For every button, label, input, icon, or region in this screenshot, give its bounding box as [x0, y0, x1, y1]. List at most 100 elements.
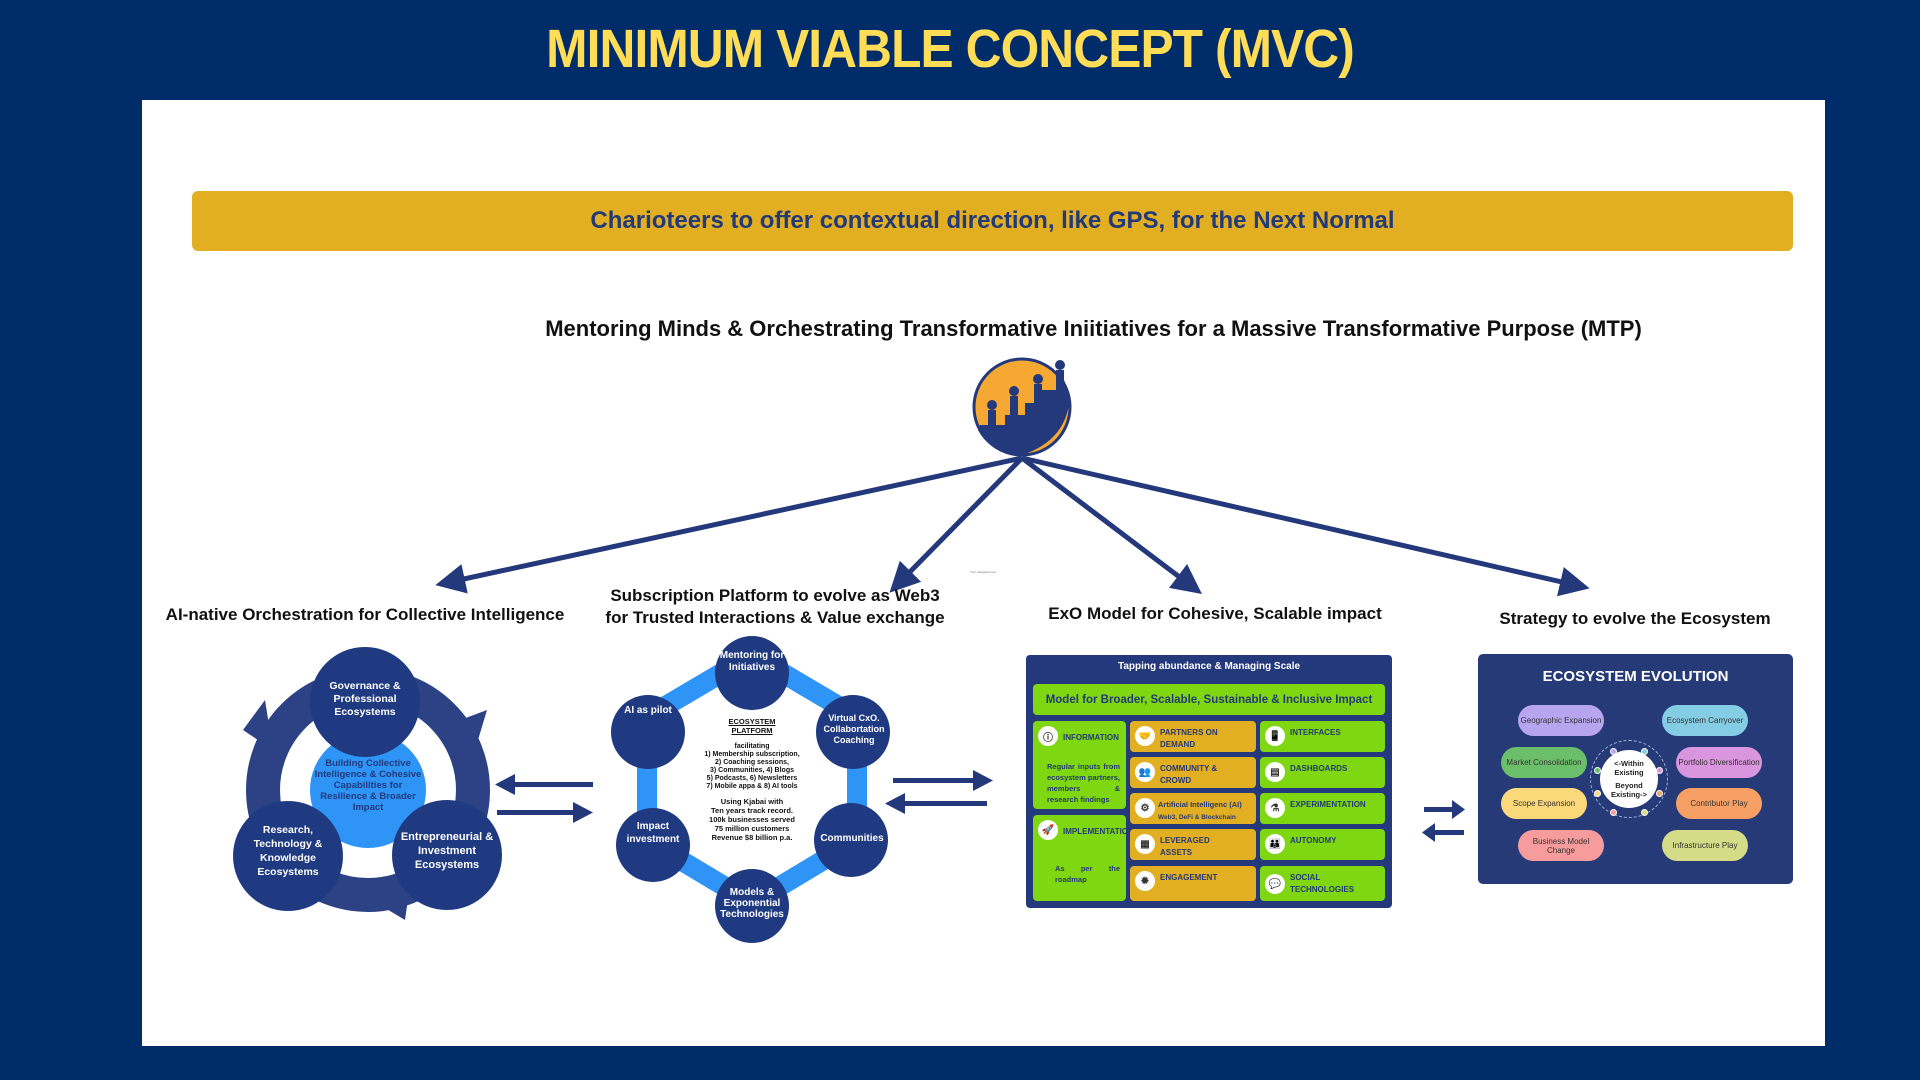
tile-label: COMMUNITY & CROWD	[1160, 764, 1218, 785]
people-climbing-stairs-logo	[972, 357, 1072, 457]
ai-chip-icon: ⚙	[1135, 798, 1155, 818]
tile-label: SOCIAL TECHNOLOGIES	[1290, 873, 1355, 894]
ecosystem-evolution-card: ECOSYSTEM EVOLUTION <-Within Existing Be…	[1478, 654, 1793, 884]
bubble-scope-expansion: Scope Expansion	[1501, 788, 1587, 819]
facilitating-line: 7) Mobile appa & 8) AI tools	[706, 783, 798, 790]
node-governance-label: Governance & Professional Ecosystems	[329, 680, 401, 718]
tile-label: AUTONOMY	[1290, 836, 1337, 845]
facilitating-line: 1) Membership subscription,	[704, 751, 800, 758]
center-text: Building Collective Intelligence & Cohes…	[314, 758, 422, 813]
tile-desc: As per the roadmap	[1055, 864, 1120, 884]
exchange-arrows-1	[495, 774, 593, 823]
ring-dot	[1594, 767, 1601, 774]
tile-label: IMPLEMENTATION	[1063, 827, 1134, 836]
exo-model-banner: Model for Broader, Scalable, Sustainable…	[1033, 684, 1385, 715]
node-ai-as-pilot	[611, 695, 685, 769]
bubble-contributor-play: Contributor Play	[1676, 788, 1762, 819]
exo-tile-autonomy: 👪 AUTONOMY	[1260, 829, 1385, 860]
info-icon: ⓘ	[1038, 726, 1058, 746]
bubble-geographic-expansion: Geographic Expansion	[1518, 705, 1604, 736]
rocket-icon: 🚀	[1038, 820, 1058, 840]
bubble-portfolio-diversification: Portfolio Diversification	[1676, 747, 1762, 778]
exo-tile-community: 👥 COMMUNITY & CROWD	[1130, 757, 1256, 788]
subscription-title-line1: Subscription Platform to evolve as Web3	[610, 586, 940, 605]
ai-native-cycle-diagram: Building Collective Intelligence & Cohes…	[233, 647, 502, 920]
ring-dot	[1656, 790, 1663, 797]
arrow-to-subscription	[889, 456, 1024, 593]
arrow-to-strategy	[1021, 455, 1590, 597]
exo-model-card: Tapping abundance & Managing Scale Model…	[1026, 655, 1392, 908]
exo-tile-ai: ⚙ Artificial Intelligenc (AI)Web3, DeFi …	[1130, 793, 1256, 824]
center-ring	[1590, 740, 1668, 818]
exo-tile-engagement: ✹ ENGAGEMENT	[1130, 866, 1256, 901]
exo-tile-dashboards: ▤ DASHBOARDS	[1260, 757, 1385, 788]
tile-label: PARTNERS ON DEMAND	[1160, 728, 1218, 749]
kajabi-line: Ten years track record.	[711, 806, 793, 815]
node-models	[715, 869, 789, 943]
node-models-label: Models & Exponential Technologies	[720, 887, 784, 920]
exo-tile-implementation: 🚀 IMPLEMENTATION As per the roadmap	[1033, 815, 1134, 901]
placeholder-text: Your paragraph text	[970, 570, 997, 574]
ring-dot	[1641, 809, 1648, 816]
node-research	[233, 801, 343, 911]
engagement-icon: ✹	[1135, 871, 1155, 891]
arrow-to-ai-native	[435, 455, 1023, 594]
bubble-ecosystem-carryover: Ecosystem Carryover	[1662, 705, 1748, 736]
node-virtual-cxo	[816, 695, 890, 769]
kajabi-line: Revenue $8 billion p.a.	[711, 833, 793, 842]
ai-native-title: AI-native Orchestration for Collective I…	[165, 605, 565, 624]
exo-header: Tapping abundance & Managing Scale	[1117, 661, 1301, 672]
exo-tile-information: ⓘ INFORMATION Regular inputs from ecosys…	[1033, 721, 1126, 809]
exo-tile-experimentation: ⚗ EXPERIMENTATION	[1260, 793, 1385, 824]
subscription-title: Subscription Platform to evolve as Web3 …	[590, 585, 960, 629]
facilitating-line: facilitating	[734, 743, 770, 750]
bubble-infrastructure-play: Infrastructure Play	[1662, 830, 1748, 861]
platform-title-2: PLATFORM	[731, 726, 773, 735]
center-circle: <-Within Existing Beyond Existing->	[1600, 750, 1658, 808]
ecosystem-platform-diagram: Mentoring for Initiatives Virtual CxO. C…	[611, 636, 890, 943]
exo-tile-assets: ▦ LEVERAGED ASSETS	[1130, 829, 1256, 860]
main-title: MINIMUM VIABLE CONCEPT (MVC)	[546, 19, 1355, 79]
ring-dot	[1594, 790, 1601, 797]
node-research-label: Research, Technology & Knowledge Ecosyst…	[253, 824, 323, 878]
facilitating-line: 5) Podcasts, 6) Newsletters	[706, 775, 798, 782]
exchange-arrows-2	[885, 770, 993, 814]
node-governance	[310, 647, 420, 757]
center-circle	[310, 732, 426, 848]
assets-icon: ▦	[1135, 834, 1155, 854]
node-impact-label: Impact investment	[626, 821, 680, 845]
center-top-text: <-Within Existing	[1614, 759, 1644, 777]
banner-text: Charioteers to offer contextual directio…	[590, 207, 1395, 234]
tile-label-2: Web3, DeFi & Blockchain	[1158, 814, 1236, 821]
node-communities	[814, 803, 888, 877]
node-communities-label: Communities	[820, 833, 884, 844]
kajabi-line: Using Kjabai with	[720, 797, 784, 806]
ring-dot	[1641, 748, 1648, 755]
dashboard-icon: ▤	[1265, 762, 1285, 782]
evolution-title: ECOSYSTEM EVOLUTION	[1542, 668, 1729, 685]
kajabi-list: Using Kjabai with Ten years track record…	[687, 797, 817, 842]
tile-label: Artificial Intelligenc (AI)Web3, DeFi & …	[1158, 799, 1242, 824]
tile-label: INTERFACES	[1290, 728, 1341, 737]
platform-center-text: ECOSYSTEM PLATFORM facilitating 1) Membe…	[687, 717, 817, 842]
node-ai-pilot-label: AI as pilot	[624, 705, 672, 716]
ring-dot	[1610, 748, 1617, 755]
tile-label: EXPERIMENTATION	[1290, 800, 1366, 809]
node-virtual-cxo-label: Virtual CxO. Collabortation Coaching	[823, 713, 885, 745]
cycle-arrowhead	[455, 710, 487, 750]
bubble-market-consolidation: Market Consolidation	[1501, 747, 1587, 778]
ring-dot	[1610, 809, 1617, 816]
tile-label: DASHBOARDS	[1290, 764, 1348, 773]
gps-banner: Charioteers to offer contextual directio…	[192, 191, 1793, 251]
platform-title-1: ECOSYSTEM	[728, 717, 776, 726]
center-bottom-text: Beyond Existing->	[1610, 781, 1648, 799]
team-icon: 👪	[1265, 834, 1285, 854]
exo-tile-social: 💬 SOCIAL TECHNOLOGIES	[1260, 866, 1385, 901]
tile-label: ENGAGEMENT	[1160, 873, 1218, 882]
mtp-heading: Mentoring Minds & Orchestrating Transfor…	[545, 316, 1642, 341]
node-impact-investment	[616, 808, 690, 882]
node-entrepreneurial-label: Entrepreneurial & Investment Ecosystems	[400, 831, 494, 871]
tile-label: LEVERAGED ASSETS	[1160, 836, 1210, 857]
kajabi-line: 100k businesses served	[709, 815, 795, 824]
